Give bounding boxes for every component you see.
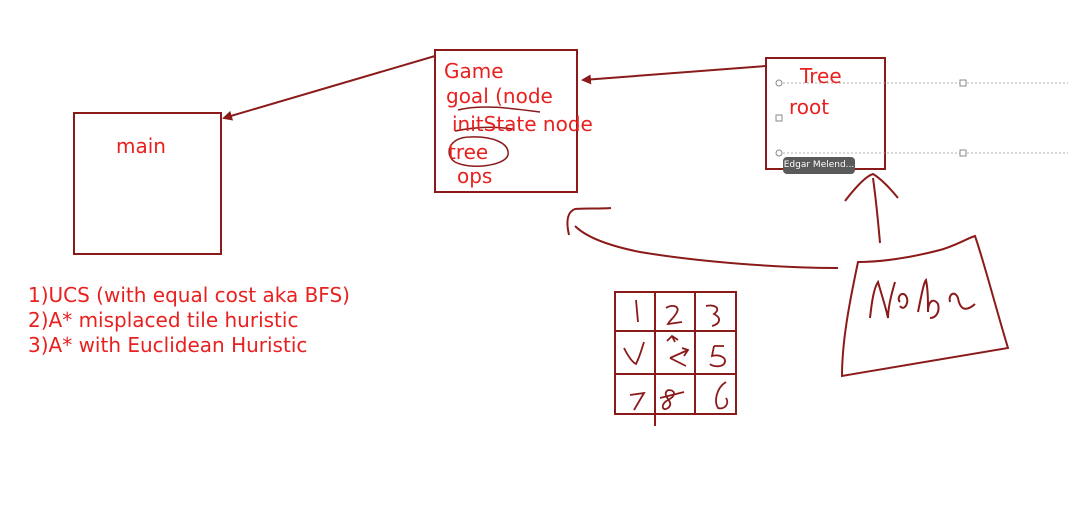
arrow-node-to-tree-stroke[interactable] [872,177,881,244]
selection-handle-icon[interactable] [775,114,783,122]
selection-handle-icon[interactable] [959,79,967,87]
game-field-ops: ops [457,164,493,188]
list-item: 1)UCS (with equal cost aka BFS) [28,283,350,307]
main-box[interactable] [73,112,222,255]
list-item: 3)A* with Euclidean Huristic [28,333,308,357]
tree-box-title: Tree [800,64,842,88]
selection-handle-icon[interactable] [775,79,783,87]
puzzle-grid[interactable] [614,291,737,426]
tree-field-root: root [789,95,830,119]
arrow-node-to-game-head [566,207,612,236]
game-field-goal: goal (node [446,84,553,108]
game-field-initstate: initState node [452,112,593,136]
game-field-tree: tree [448,140,489,164]
game-box[interactable] [434,49,578,193]
arrow-node-to-game-stroke[interactable] [574,225,839,269]
goal-underline-stroke [457,106,541,113]
node-box-stroke[interactable] [840,234,1010,378]
game-box-title: Game [444,59,504,83]
node-handwriting-stroke [869,277,976,319]
arrow-tree-to-game[interactable] [581,65,767,85]
arrow-node-to-tree-head [844,172,899,202]
author-tooltip: Edgar Melend... [783,157,855,174]
main-box-title: main [116,134,166,158]
list-item: 2)A* misplaced tile huristic [28,308,299,332]
arrow-game-to-main[interactable] [222,55,436,121]
initstate-strike-stroke [454,126,513,132]
algorithm-list: 1)UCS (with equal cost aka BFS) 2)A* mis… [28,283,350,358]
tree-circle-stroke [448,136,509,167]
puzzle-digits [623,299,729,411]
selection-handle-icon[interactable] [775,149,783,157]
selection-handle-icon[interactable] [959,149,967,157]
